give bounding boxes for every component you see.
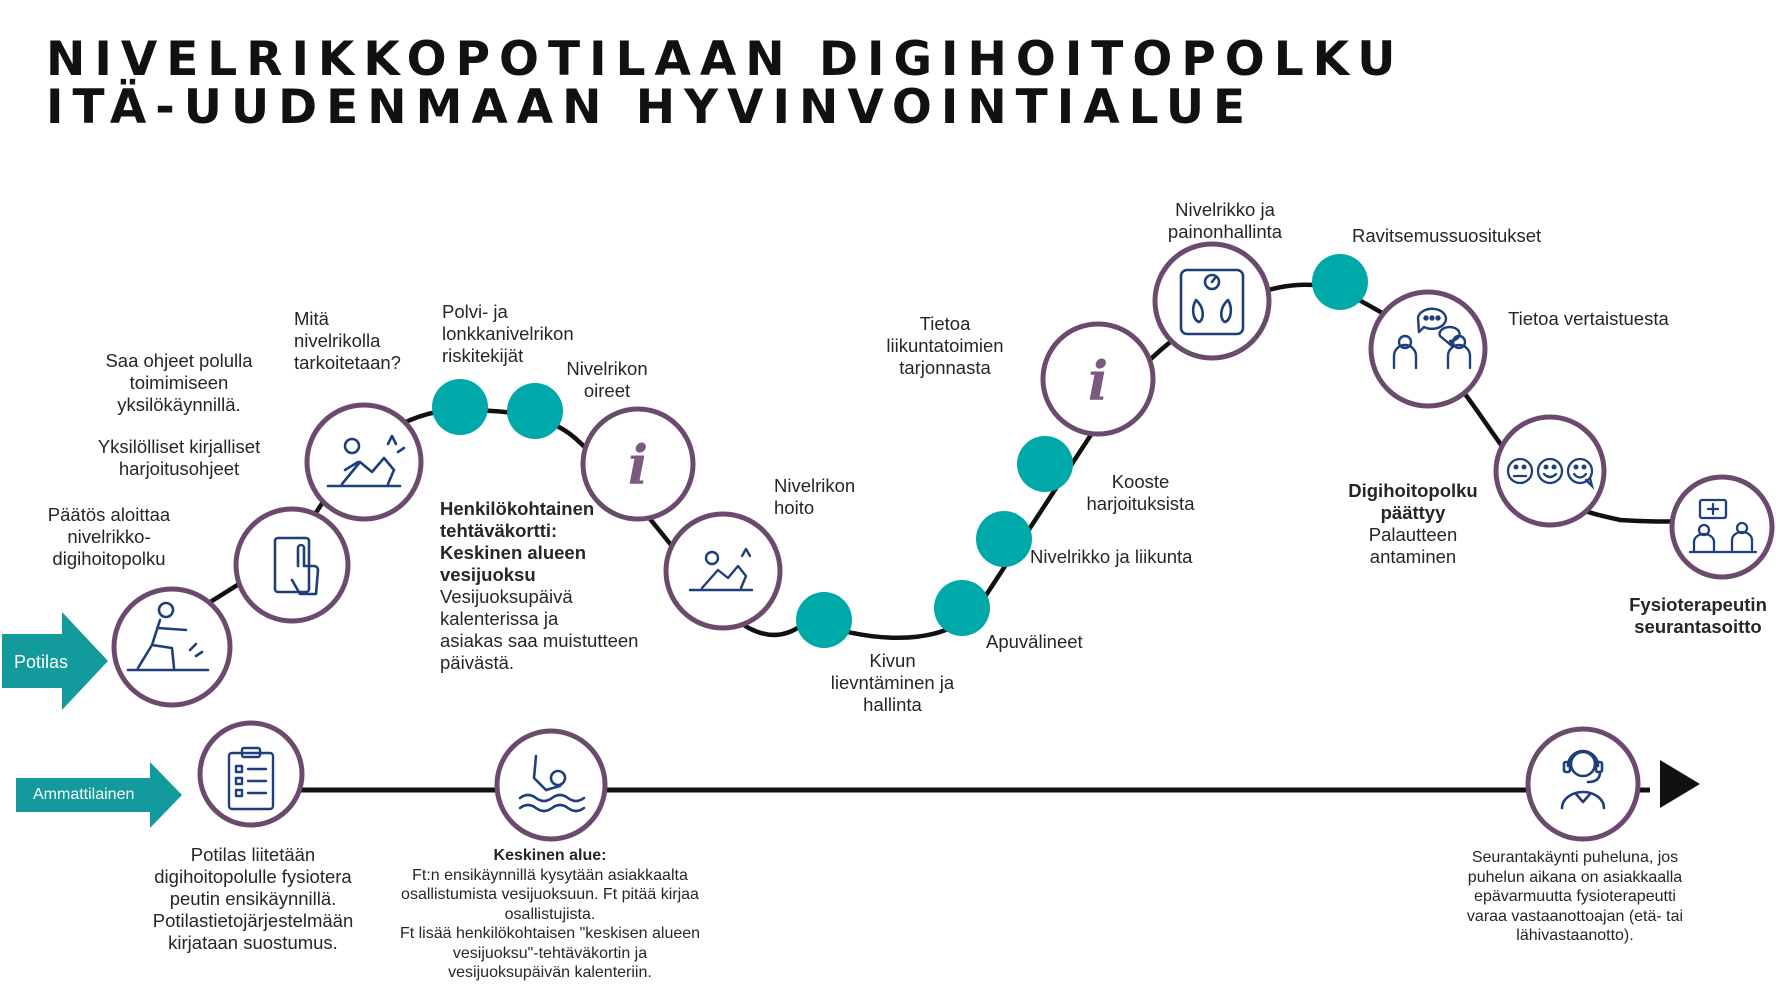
- patient-lane-arrow: [2, 612, 108, 710]
- node-pro-start: [197, 720, 305, 828]
- label-path-ends: Digihoitopolku päättyy Palautteen antami…: [1348, 480, 1478, 567]
- label-what-is-oa: Mitä nivelrikolla tarkoitetaan?: [294, 308, 401, 373]
- node-what-is-oa: [304, 402, 424, 522]
- dot-exercise-summary: [1017, 436, 1073, 492]
- info-icon: i: [628, 433, 649, 497]
- label-pro-keskinen: Keskinen alue: Ft:n ensikäynnillä kysytä…: [399, 847, 701, 981]
- conversation-group-icon: [1392, 307, 1472, 370]
- weight-scale-icon: [1179, 268, 1245, 336]
- label-exercise-guides: Yksilölliset kirjalliset harjoitusohjeet: [97, 436, 261, 479]
- label-risk-factors: Polvi- ja lonkkanivelrikon riskitekijät: [442, 301, 574, 366]
- label-symptoms: Nivelrikon oireet: [566, 358, 648, 401]
- label-start-decision: Päätös aloittaa nivelrikko- digihoitopol…: [47, 504, 171, 569]
- page-title: NIVELRIKKOPOTILAAN DIGIHOITOPOLKU: [46, 32, 1405, 87]
- label-followup-call: Fysioterapeutin seurantasoitto: [1629, 594, 1767, 637]
- node-followup-call: [1669, 474, 1775, 580]
- feedback-faces-icon: [1506, 457, 1595, 490]
- dot-oa-exercise: [976, 511, 1032, 567]
- label-peer-support: Tietoa vertaistuesta: [1508, 308, 1669, 329]
- page-subtitle: ITÄ-UUDENMAAN HYVINVOINTIALUE: [46, 80, 1255, 135]
- info-icon: i: [1088, 349, 1109, 413]
- label-exercise-services: Tietoa liikuntatoimien tarjonnasta: [886, 313, 1004, 378]
- person-lying-pain-icon: [688, 547, 754, 592]
- label-instructions: Saa ohjeet polulla toimimiseen yksilökäy…: [105, 350, 253, 415]
- dot-aids: [934, 580, 990, 636]
- label-nutrition: Ravitsemussuositukset: [1352, 225, 1542, 246]
- label-task-card: Henkilökohtainen tehtäväkortti: Keskinen…: [440, 498, 639, 673]
- node-exercise-info: [1040, 321, 1156, 437]
- dot-risk-factors-1: [432, 379, 488, 435]
- node-treatment: [663, 511, 783, 631]
- node-pro-swim: [494, 728, 608, 842]
- label-pro-joined: Potilas liitetään digihoitopolulle fysio…: [152, 844, 354, 953]
- person-lying-pain-icon: [326, 434, 406, 488]
- headset-agent-icon: [1560, 749, 1606, 810]
- label-aids: Apuvälineet: [986, 631, 1083, 652]
- node-pro-headset: [1525, 726, 1641, 842]
- label-oa-exercise: Nivelrikko ja liikunta: [1030, 546, 1193, 567]
- tablet-touch-icon: [273, 536, 320, 596]
- node-weight: [1152, 241, 1272, 361]
- label-treatment: Nivelrikon hoito: [774, 475, 856, 518]
- professional-lane-label: Ammattilainen: [33, 786, 135, 803]
- node-tablet: [233, 506, 351, 624]
- label-pro-followup-visit: Seurantakäynti puheluna, jos puhelun aik…: [1466, 849, 1684, 944]
- timeline-arrowhead: [1660, 760, 1700, 808]
- swimmer-icon: [518, 754, 586, 813]
- person-kneeling-icon: [126, 601, 210, 672]
- clipboard-checklist-icon: [227, 746, 275, 811]
- label-pain-relief: Kivun lievntäminen ja hallinta: [830, 650, 955, 715]
- patient-lane-label: Potilas: [14, 652, 69, 672]
- node-peer: [1368, 289, 1488, 409]
- dot-risk-factors-2: [507, 383, 563, 439]
- node-symptoms-info: [580, 406, 696, 522]
- professional-lane-arrow: [16, 762, 182, 828]
- label-exercise-summary: Kooste harjoituksista: [1086, 471, 1195, 514]
- doctor-consult-icon: [1688, 498, 1758, 554]
- node-feedback: [1493, 414, 1607, 528]
- label-weight-management: Nivelrikko ja painonhallinta: [1167, 199, 1283, 242]
- dot-pain-relief: [796, 592, 852, 648]
- dot-nutrition: [1312, 254, 1368, 310]
